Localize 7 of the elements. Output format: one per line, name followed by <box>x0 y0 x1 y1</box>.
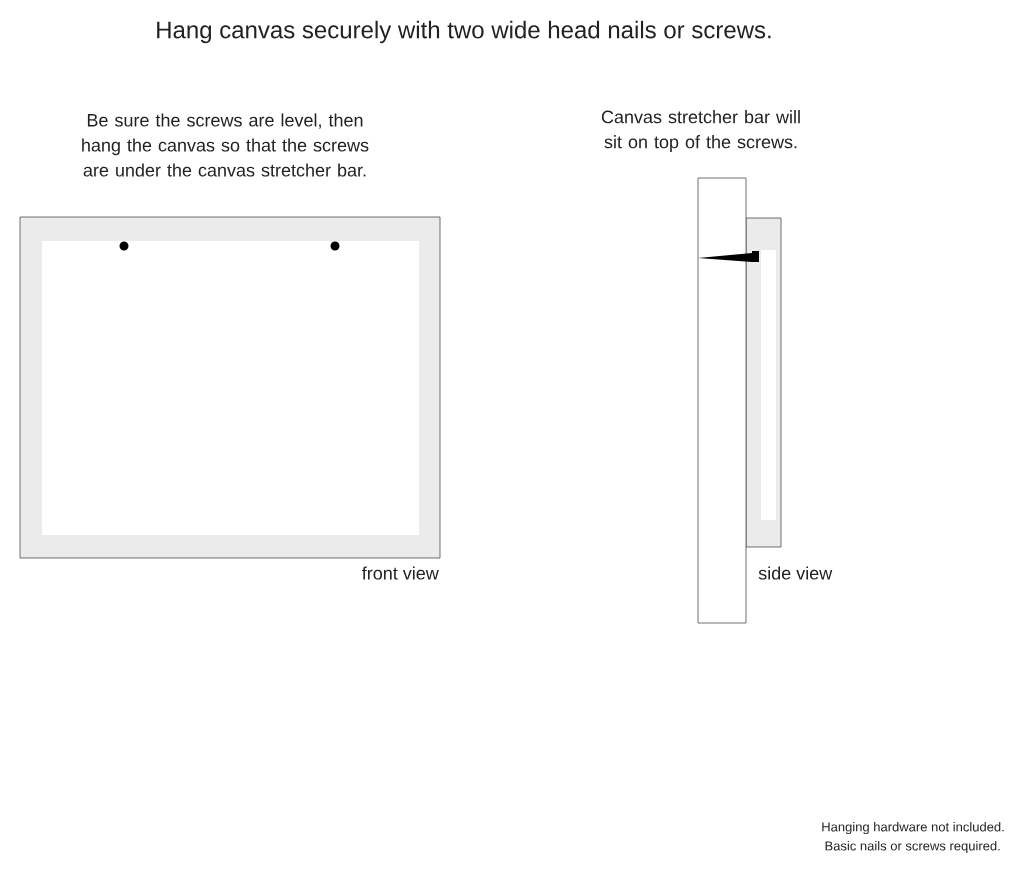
view-label: side view <box>758 566 833 580</box>
view-label: front view <box>362 566 439 580</box>
instruction-text: Canvas stretcher bar will sit on top of the screws. <box>601 110 800 152</box>
instruction-text: Be sure the screws are level, then hang the canvas so that the screws are under the canvas stretcher bar. <box>82 113 369 177</box>
note-text: Basic nails or screws required. <box>825 840 1000 854</box>
note-text: Hanging hardware not included. <box>822 821 1004 835</box>
title: Hang canvas securely with two wide head nails or screws. <box>157 20 771 44</box>
